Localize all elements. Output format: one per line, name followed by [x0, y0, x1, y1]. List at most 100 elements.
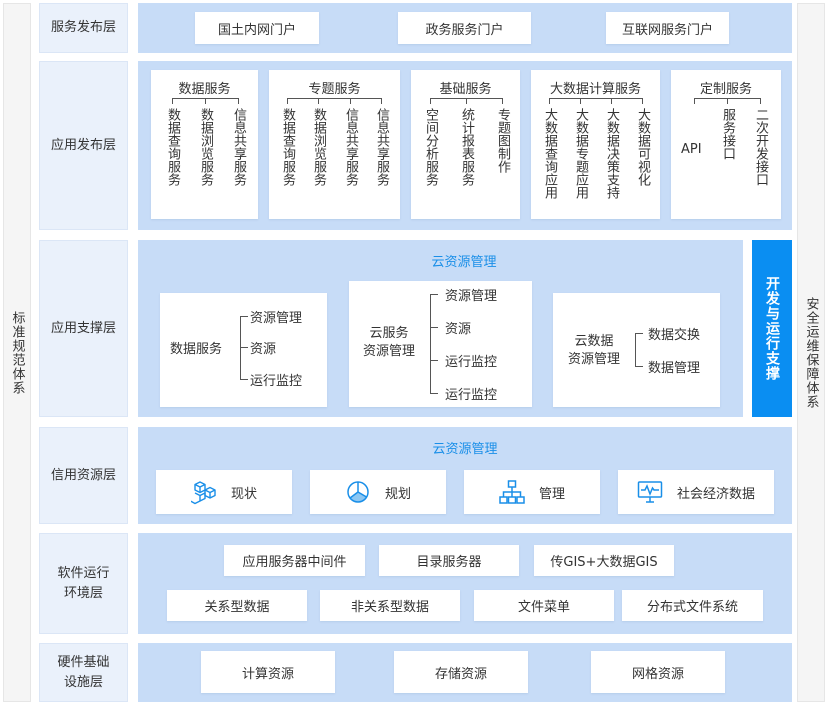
- service-publish-band: 国土内网门户 政务服务门户 互联网服务门户: [138, 3, 792, 53]
- service-item: 数据查询服务: [280, 108, 295, 186]
- standards-system-label: 标准规范体系: [9, 310, 25, 395]
- layer-label-app-support: 应用支撑层: [39, 240, 128, 417]
- cloud-resource-title: 云资源管理: [432, 442, 498, 457]
- module-item: 资源: [445, 322, 472, 337]
- service-group-basic: 基础服务 空间分析服务 统计报表服务 专题图制作: [411, 70, 520, 219]
- module-item: 运行监控: [250, 374, 303, 389]
- service-group-bigdata: 大数据计算服务 大数据查询应用 大数据专题应用 大数据决策支持 大数据可视化: [531, 70, 660, 219]
- group-title: 定制服务: [699, 82, 752, 97]
- layer-label-text: 应用发布层: [50, 137, 116, 153]
- security-ops-system-bar: 安全运维保障体系: [797, 3, 825, 702]
- module-name-line: 资源管理: [362, 344, 415, 359]
- security-ops-system-label: 安全运维保障体系: [803, 296, 819, 409]
- dev-ops-support-bar: 开发与运行支撑: [752, 240, 792, 417]
- module-item: 资源: [250, 342, 277, 357]
- module-name: 云服务 资源管理: [359, 325, 419, 361]
- service-group-custom: 定制服务 API 服务接口 二次开发接口: [671, 70, 781, 219]
- module-item: 数据交换: [648, 328, 701, 343]
- service-item: 数据浏览服务: [311, 108, 326, 186]
- support-module-cloud-service: 云服务 资源管理 资源管理 资源 运行监控 运行监控: [349, 281, 532, 407]
- service-item: API: [681, 142, 702, 157]
- app-publish-band: 数据服务 数据查询服务 数据浏览服务 信息共享服务 专题服务 数据查询服务 数据…: [138, 61, 792, 230]
- resource-card-planning[interactable]: 规划: [310, 470, 446, 514]
- group-title: 基础服务: [439, 82, 492, 97]
- module-name-line: 资源管理: [567, 352, 620, 367]
- hardware-label: 网格资源: [631, 666, 684, 682]
- layer-label-app-publish: 应用发布层: [39, 61, 128, 230]
- layer-label-text: 硬件基础: [57, 654, 110, 670]
- dev-ops-support-label: 开发与运行支撑: [764, 276, 780, 381]
- software-box[interactable]: 目录服务器: [379, 545, 519, 576]
- module-name-line: 云数据: [574, 334, 614, 349]
- software-label: 目录服务器: [416, 555, 482, 570]
- portal-label: 政务服务门户: [425, 22, 504, 38]
- software-box[interactable]: 非关系型数据: [320, 590, 460, 621]
- service-item: 专题图制作: [495, 108, 510, 173]
- module-item: 资源管理: [250, 311, 303, 326]
- service-item: 信息共享服务: [374, 108, 389, 186]
- app-support-band: 云资源管理 数据服务 资源管理 资源 运行监控 云服务 资源管理 资源管理 资源…: [138, 240, 743, 417]
- service-group-thematic: 专题服务 数据查询服务 数据浏览服务 信息共享服务 信息共享服务: [269, 70, 400, 219]
- software-box[interactable]: 分布式文件系统: [622, 590, 763, 621]
- service-item: 信息共享服务: [231, 108, 246, 186]
- cloud-resource-title: 云资源管理: [431, 255, 497, 270]
- resource-card-status[interactable]: 现状: [156, 470, 292, 514]
- resource-card-label: 现状: [230, 486, 257, 502]
- layer-label-hardware: 硬件基础 设施层: [39, 643, 128, 702]
- layer-label-service-publish: 服务发布层: [39, 3, 128, 53]
- software-label: 传GIS+大数据GIS: [550, 555, 658, 570]
- cubes-icon: [190, 481, 216, 505]
- service-group-data: 数据服务 数据查询服务 数据浏览服务 信息共享服务: [151, 70, 258, 219]
- monitor-pulse-icon: [637, 481, 663, 503]
- service-item: 大数据可视化: [635, 108, 650, 186]
- layer-label-text: 应用支撑层: [50, 320, 116, 336]
- group-title: 大数据计算服务: [549, 82, 641, 97]
- software-label: 关系型数据: [204, 600, 270, 615]
- standards-system-bar: 标准规范体系: [3, 3, 31, 702]
- module-item: 数据管理: [648, 361, 701, 376]
- hardware-label: 存储资源: [434, 666, 487, 682]
- software-box[interactable]: 传GIS+大数据GIS: [534, 545, 674, 576]
- service-item: 服务接口: [720, 108, 735, 160]
- module-name: 数据服务: [170, 342, 223, 357]
- software-box[interactable]: 应用服务器中间件: [224, 545, 365, 576]
- org-tree-icon: [499, 480, 525, 504]
- software-label: 应用服务器中间件: [242, 555, 347, 570]
- software-label: 文件菜单: [517, 600, 570, 615]
- portal-box[interactable]: 互联网服务门户: [606, 12, 729, 44]
- layer-label-software-env: 软件运行 环境层: [39, 533, 128, 634]
- group-title: 专题服务: [308, 82, 361, 97]
- service-item: 统计报表服务: [459, 108, 474, 186]
- service-item: 二次开发接口: [753, 108, 768, 186]
- hardware-box[interactable]: 网格资源: [591, 651, 725, 693]
- portal-box[interactable]: 政务服务门户: [398, 12, 531, 44]
- pie-chart-icon: [347, 481, 369, 503]
- resource-card-label: 规划: [384, 486, 411, 502]
- hardware-box[interactable]: 计算资源: [201, 651, 335, 693]
- service-item: 信息共享服务: [343, 108, 358, 186]
- module-name-line: 云服务: [369, 326, 409, 341]
- service-item: 大数据决策支持: [604, 108, 619, 199]
- layer-label-text: 环境层: [63, 585, 103, 601]
- resource-card-management[interactable]: 管理: [464, 470, 600, 514]
- support-module-cloud-data: 云数据 资源管理 数据交换 数据管理: [553, 293, 720, 407]
- software-label: 分布式文件系统: [646, 600, 738, 615]
- layer-label-text: 信用资源层: [50, 467, 116, 483]
- group-title: 数据服务: [178, 82, 231, 97]
- layer-label-text: 服务发布层: [50, 20, 116, 35]
- module-item: 运行监控: [445, 388, 498, 403]
- resource-card-label: 管理: [538, 486, 565, 502]
- software-box[interactable]: 关系型数据: [167, 590, 307, 621]
- hardware-box[interactable]: 存储资源: [394, 651, 528, 693]
- hardware-band: 计算资源 存储资源 网格资源: [138, 643, 792, 702]
- resource-card-socioeconomic[interactable]: 社会经济数据: [618, 470, 774, 514]
- software-box[interactable]: 文件菜单: [474, 590, 614, 621]
- credit-resource-band: 云资源管理 现状 规划: [138, 427, 792, 524]
- portal-label: 国土内网门户: [217, 22, 296, 38]
- service-item: 大数据专题应用: [573, 108, 588, 199]
- portal-box[interactable]: 国土内网门户: [195, 12, 319, 44]
- resource-card-label: 社会经济数据: [676, 486, 755, 502]
- service-item: 数据浏览服务: [198, 108, 213, 186]
- support-module-data-service: 数据服务 资源管理 资源 运行监控: [160, 293, 327, 407]
- layer-label-text: 软件运行: [57, 565, 110, 581]
